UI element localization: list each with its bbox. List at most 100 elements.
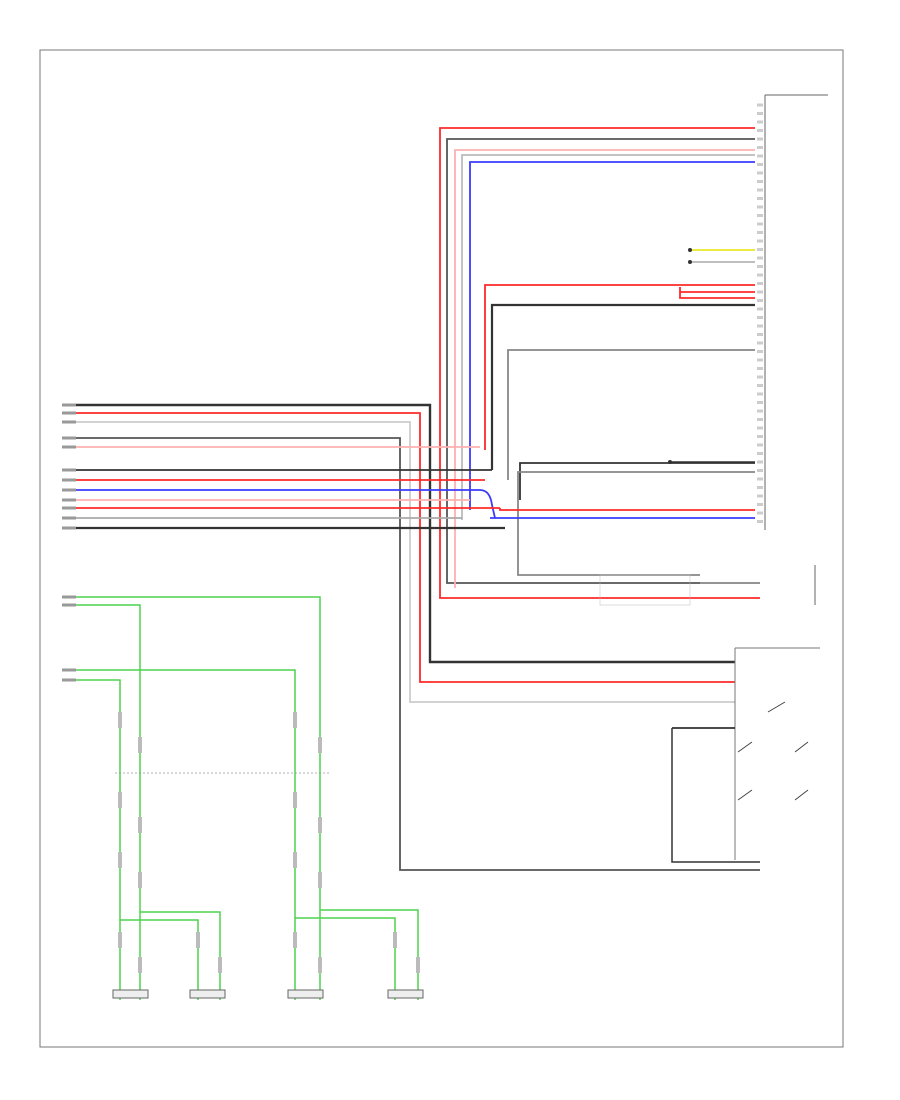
connector-pin-icon xyxy=(293,792,297,808)
connector-pin-icon xyxy=(757,163,763,166)
connector-pin-icon xyxy=(757,469,763,472)
connector-pin-icon xyxy=(757,486,763,489)
connector-pin-icon xyxy=(757,137,763,141)
speaker-icon xyxy=(287,989,324,999)
main-harness-wires xyxy=(62,403,760,871)
connector-pin-icon xyxy=(118,712,122,728)
connector-pin-icon xyxy=(757,367,763,370)
connector-pin-icon xyxy=(757,171,763,175)
switch-contact-icon xyxy=(767,701,786,713)
connector-pin-icon xyxy=(757,273,763,277)
connector-pin-icon xyxy=(62,506,76,510)
connector-pin-icon xyxy=(757,239,763,243)
connector-pin-icon xyxy=(757,341,763,345)
connector-pin-icon xyxy=(118,932,122,948)
connector-pin-icon xyxy=(62,498,76,502)
connector-pin-icon xyxy=(757,426,763,430)
connector-pin-icon xyxy=(757,205,763,209)
connector-pin-icon xyxy=(218,957,222,973)
connector-pin-icon xyxy=(118,852,122,868)
connector-pin-icon xyxy=(757,197,763,200)
connector-pin-icon xyxy=(757,477,763,481)
connector-pin-icon xyxy=(757,231,763,234)
connector-pin-icon xyxy=(293,712,297,728)
left-pin-markers xyxy=(62,403,76,682)
connector-pin-icon xyxy=(757,256,763,260)
connector-pin-icon xyxy=(757,418,763,421)
connector-pin-icon xyxy=(757,401,763,404)
connector-pin-icon xyxy=(757,112,763,115)
switch-contact-icon xyxy=(737,741,753,753)
connector-pin-icon xyxy=(757,503,763,506)
speakers xyxy=(112,989,424,999)
connector-pin-icon xyxy=(757,299,763,302)
connector-pin-icon xyxy=(757,103,763,107)
connector-pins xyxy=(757,103,763,523)
connector-pin-icon xyxy=(62,445,76,449)
inline-connectors xyxy=(118,712,420,973)
connector-pin-icon xyxy=(757,350,763,353)
connector-pin-icon xyxy=(293,852,297,868)
connector-pin-icon xyxy=(62,668,76,672)
connector-pin-icon xyxy=(757,520,763,523)
connector-pin-icon xyxy=(62,468,76,472)
switch-contact-icon xyxy=(737,789,753,801)
speaker-icon xyxy=(189,989,226,999)
splice-dot-icon xyxy=(688,248,692,252)
connector-pin-icon xyxy=(757,248,763,251)
connector-pin-icon xyxy=(62,595,76,599)
connector-pin-icon xyxy=(62,603,76,607)
connector-pin-icon xyxy=(757,307,763,311)
connector-pin-icon xyxy=(757,435,763,438)
switch-contact-icon xyxy=(794,741,809,753)
connector-pin-icon xyxy=(318,957,322,973)
connector-pin-icon xyxy=(318,817,322,833)
speaker-wiring xyxy=(62,596,419,1000)
connector-pin-icon xyxy=(62,516,76,520)
connector-pin-icon xyxy=(62,526,76,530)
connector-pin-icon xyxy=(757,316,763,319)
connector-pin-icon xyxy=(138,737,142,753)
connector-pin-icon xyxy=(757,409,763,413)
connector-pin-icon xyxy=(62,436,76,440)
connector-pin-icon xyxy=(318,872,322,888)
connector-pin-icon xyxy=(757,188,763,192)
connector-pin-icon xyxy=(757,324,763,328)
speaker-icon xyxy=(112,989,149,999)
connector-pin-icon xyxy=(318,737,322,753)
connector-pin-icon xyxy=(757,129,763,132)
connector-pin-icon xyxy=(62,488,76,492)
connector-pin-icon xyxy=(393,932,397,948)
switch-contact-icon xyxy=(794,789,809,801)
connector-pin-icon xyxy=(62,411,76,415)
connector-pin-icon xyxy=(757,333,763,336)
connector-pin-icon xyxy=(416,957,420,973)
sensor-connector xyxy=(599,565,816,606)
connector-pin-icon xyxy=(757,460,763,464)
connector-pin-icon xyxy=(757,443,763,447)
connector-pin-icon xyxy=(196,932,200,948)
connector-pin-icon xyxy=(757,214,763,217)
connector-pin-icon xyxy=(757,358,763,362)
connector-pin-icon xyxy=(757,452,763,455)
connector-pin-icon xyxy=(757,375,763,379)
connector-pin-icon xyxy=(757,222,763,226)
connector-pin-icon xyxy=(293,932,297,948)
connector-pin-icon xyxy=(138,817,142,833)
connector-pin-icon xyxy=(757,146,763,149)
connector-pin-icon xyxy=(757,290,763,294)
switch-block xyxy=(671,647,820,863)
connector-pin-icon xyxy=(757,494,763,498)
connector-pin-icon xyxy=(62,678,76,682)
connector-pin-icon xyxy=(757,154,763,158)
connector-pin-icon xyxy=(757,384,763,387)
diagram-frame xyxy=(39,49,844,1048)
connector-pin-icon xyxy=(757,511,763,515)
connector-pin-icon xyxy=(138,957,142,973)
connector-pin-icon xyxy=(757,120,763,124)
splice-dot-icon xyxy=(688,260,692,264)
connector-pin-icon xyxy=(62,403,76,407)
connector-pin-icon xyxy=(757,282,763,285)
connector-pin-icon xyxy=(757,392,763,396)
